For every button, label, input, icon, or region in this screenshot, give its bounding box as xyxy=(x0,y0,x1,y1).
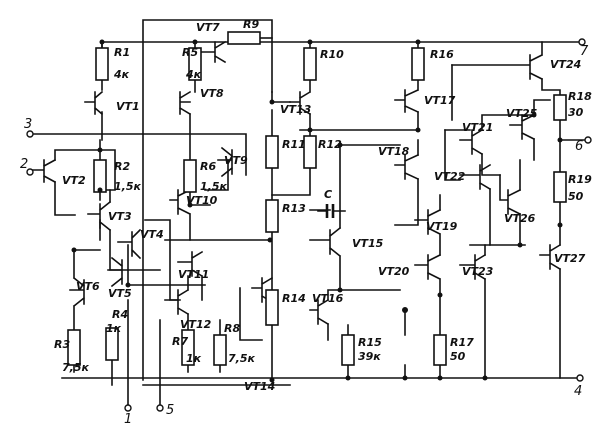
resistor-r18-value: 30 xyxy=(568,106,584,119)
resistor-r11-ref: R11 xyxy=(282,138,306,151)
transistor-vt10-label: VT10 xyxy=(186,194,218,207)
transistor-vt12-label: VT12 xyxy=(180,318,212,331)
resistor-r1-ref: R1 xyxy=(114,46,130,59)
transistor-vt15-label: VT15 xyxy=(352,237,384,250)
resistor-r10-ref: R10 xyxy=(320,48,344,61)
pin-6-terminal xyxy=(584,136,592,144)
transistor-vt3-label: VT3 xyxy=(108,210,132,223)
resistor-r3-value: 7,5к xyxy=(62,361,89,374)
transistor-vt19-label: VT19 xyxy=(426,220,458,233)
resistor-r3-ref: R3 xyxy=(54,338,70,351)
resistor-r19-ref: R19 xyxy=(568,173,592,186)
transistor-vt18-label: VT18 xyxy=(378,145,410,158)
transistor-vt8-label: VT8 xyxy=(200,87,224,100)
pin-1-label: 1 xyxy=(124,412,132,427)
resistor-r4-ref: R4 xyxy=(112,308,128,321)
resistor-r7-ref: R7 xyxy=(172,335,188,348)
pin-5-label: 5 xyxy=(166,403,174,418)
pin-4-terminal xyxy=(576,374,584,382)
resistor-r5-value: 4к xyxy=(185,68,202,81)
transistor-vt4-label: VT4 xyxy=(140,228,164,241)
resistor-r18-ref: R18 xyxy=(568,90,592,103)
resistor-r2-ref: R2 xyxy=(114,160,130,173)
resistor-r4-value: 1к xyxy=(106,322,122,335)
pin-7-label: 7 xyxy=(580,44,589,59)
transistor-vt23-label: VT23 xyxy=(462,265,494,278)
resistor-r1 xyxy=(95,47,109,81)
transistor-vt21-label: VT21 xyxy=(462,121,493,134)
resistor-r10 xyxy=(303,47,317,81)
transistor-vt14-label: VT14 xyxy=(244,380,275,393)
pin-4-label: 4 xyxy=(574,384,582,399)
resistor-r14-ref: R14 xyxy=(282,292,306,305)
resistor-r4 xyxy=(105,327,119,361)
resistor-r5-ref: R5 xyxy=(182,46,198,59)
transistor-vt2-label: VT2 xyxy=(62,174,86,187)
resistor-r3 xyxy=(67,329,81,366)
resistor-r6-ref: R6 xyxy=(200,160,216,173)
transistor-vt9-label: VT9 xyxy=(224,154,248,167)
resistor-r13-ref: R13 xyxy=(282,202,306,215)
transistor-vt5-label: VT5 xyxy=(108,287,132,300)
resistor-r6 xyxy=(183,159,197,193)
pin-6-label: 6 xyxy=(575,139,583,154)
transistor-vt27-label: VT27 xyxy=(554,252,586,265)
transistor-vt24-label: VT24 xyxy=(550,58,581,71)
resistor-r7 xyxy=(181,329,195,366)
resistor-r8-ref: R8 xyxy=(224,322,240,335)
resistor-r13 xyxy=(265,199,279,233)
resistor-r17-ref: R17 xyxy=(450,336,474,349)
transistor-vt11-label: VT11 xyxy=(178,268,209,281)
pin-2-label: 2 xyxy=(20,157,28,172)
resistor-r15-ref: R15 xyxy=(358,336,382,349)
capacitor-label: C xyxy=(324,188,332,201)
resistor-r9-ref: R9 xyxy=(243,18,259,31)
resistor-r19 xyxy=(553,171,567,203)
junction-dots xyxy=(71,39,563,383)
capacitor-c xyxy=(317,204,346,218)
resistor-r12 xyxy=(303,135,317,169)
resistor-r5 xyxy=(188,47,202,81)
resistor-r18 xyxy=(553,94,567,121)
resistor-r12-ref: R12 xyxy=(318,138,342,151)
resistor-r17 xyxy=(433,334,447,366)
transistor-vt13-label: VT13 xyxy=(280,103,312,116)
transistor-vt17-label: VT17 xyxy=(424,94,456,107)
resistor-r15 xyxy=(341,334,355,366)
pin-1-terminal xyxy=(124,404,132,412)
transistor-vt7-label: VT7 xyxy=(196,21,220,34)
resistor-r2-value: 1,5к xyxy=(114,180,141,193)
transistor-vt26-label: VT26 xyxy=(504,212,536,225)
transistor-vt25-label: VT25 xyxy=(506,107,538,120)
resistor-r19-value: 50 xyxy=(568,190,584,203)
transistor-vt20-label: VT20 xyxy=(378,265,410,278)
resistor-r2 xyxy=(93,159,107,193)
transistor-vt1-label: VT1 xyxy=(116,100,140,113)
resistor-r1-value: 4к xyxy=(113,68,130,81)
resistor-r17-value: 50 xyxy=(450,350,466,363)
pin-5-terminal xyxy=(156,404,164,412)
resistor-r8-value: 7,5к xyxy=(228,352,255,365)
pin-2-terminal xyxy=(26,168,34,176)
resistor-r9 xyxy=(227,31,261,45)
pin-3-terminal xyxy=(26,130,34,138)
transistor-vt22-label: VT22 xyxy=(434,170,466,183)
resistor-r16-ref: R16 xyxy=(430,48,454,61)
resistor-r16 xyxy=(411,47,425,81)
transistor-vt6-label: VT6 xyxy=(76,280,100,293)
transistor-vt16-label: VT16 xyxy=(312,292,344,305)
resistor-r11 xyxy=(265,135,279,169)
resistor-r14 xyxy=(265,289,279,326)
resistor-r15-value: 39к xyxy=(358,350,381,363)
resistor-r6-value: 1,5к xyxy=(200,180,227,193)
pin-3-label: 3 xyxy=(24,117,32,132)
pin-7-terminal xyxy=(578,38,586,46)
resistor-r8 xyxy=(213,334,227,366)
resistor-r7-value: 1к xyxy=(186,352,202,365)
